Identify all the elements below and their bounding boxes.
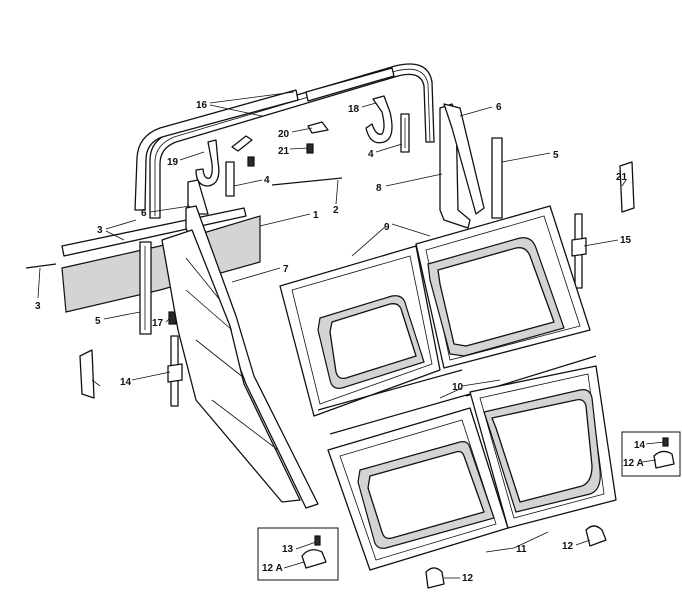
plate-21-right (619, 161, 635, 213)
callout-labels: 16 18 6 20 4 21 5 19 21 4 8 2 6 1 9 3 15… (35, 100, 646, 584)
callout-12a-bottom: 12 A (262, 563, 283, 574)
leader-lines (37, 91, 665, 579)
rod-2 (271, 177, 343, 186)
callout-1: 1 (313, 210, 319, 221)
callout-18: 19 (167, 157, 179, 168)
clamp-12-right (585, 525, 607, 547)
clamp-12-bottom (425, 567, 445, 589)
gusset-6-left (187, 179, 209, 215)
callout-15: 16 (196, 100, 208, 111)
inset-box-bottom (257, 527, 339, 581)
callout-21-right: 21 (616, 172, 628, 183)
callout-12-right: 12 (562, 541, 574, 552)
window-panel-9-right (415, 205, 591, 369)
callout-11: 11 (516, 544, 527, 555)
callout-7: 7 (283, 264, 289, 275)
hook-bracket-17 (365, 95, 393, 144)
door-panel-11-right (469, 365, 617, 529)
clip-19 (231, 121, 329, 152)
callout-19: 20 (278, 129, 290, 140)
post-4-lower (225, 161, 235, 197)
post-4-upper (400, 113, 410, 153)
callout-5-right: 5 (553, 150, 559, 161)
door-panel-11-left (327, 407, 509, 571)
window-panel-9-left (279, 245, 441, 417)
callout-4-lower: 4 (264, 175, 270, 186)
callout-13-right: 14 (634, 440, 646, 451)
clip-20 (247, 143, 314, 167)
bracket-14-right (571, 213, 587, 289)
callout-14-right: 15 (620, 235, 632, 246)
bracket-14-left (167, 335, 183, 407)
inset-box-right (621, 431, 681, 477)
rod-3-left (25, 263, 57, 269)
callout-2: 2 (333, 205, 339, 216)
hook-18 (195, 139, 220, 187)
callout-6-upper: 6 (496, 102, 502, 113)
post-5-left (139, 241, 152, 335)
callout-6-lower: 6 (141, 208, 147, 219)
plate-21-left (79, 349, 95, 399)
callout-12-bottom: 12 (462, 573, 474, 584)
callout-9: 9 (384, 222, 390, 233)
callout-4-upper: 4 (368, 149, 374, 160)
panel-1 (61, 215, 261, 313)
callout-8: 8 (376, 183, 382, 194)
callout-3-upper: 3 (97, 225, 103, 236)
callout-3-left: 3 (35, 301, 41, 312)
callout-5-left: 5 (95, 316, 101, 327)
callout-17: 18 (348, 104, 360, 115)
gusset-6-right (443, 103, 485, 215)
post-5-right (491, 137, 503, 219)
callout-13-bottom: 13 (282, 544, 294, 555)
callout-20: 21 (278, 146, 290, 157)
callout-14-left: 14 (120, 377, 132, 388)
callout-10: 10 (452, 382, 464, 393)
callout-12a-right: 12 A (623, 458, 644, 469)
callout-16: 17 (152, 318, 164, 329)
side-sheet-7 (161, 205, 319, 509)
top-bow-frame (134, 63, 435, 219)
